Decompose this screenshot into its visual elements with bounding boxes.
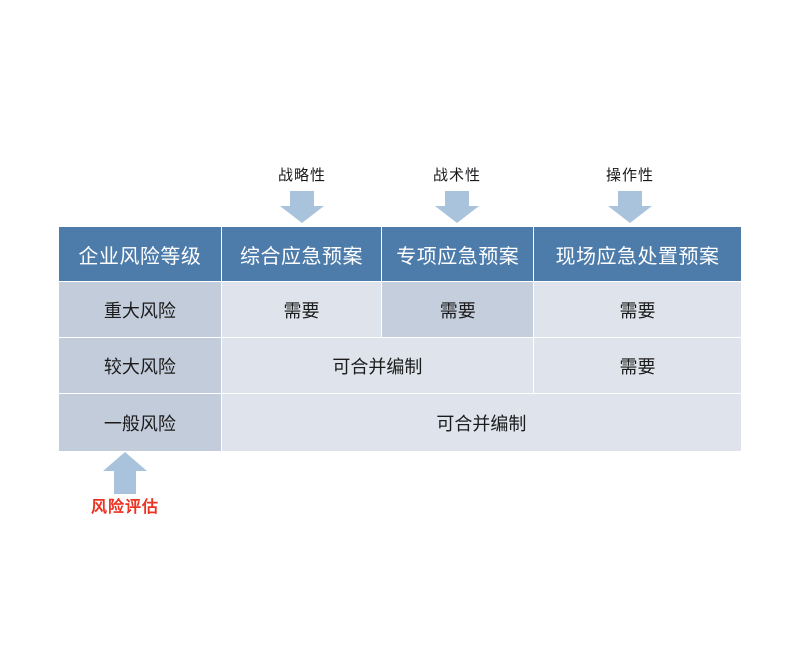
cell-large-onsite: 需要 [534,338,741,393]
annotation-tactical: 战术性 [397,165,517,223]
annotation-risk-assessment-label: 风险评估 [90,497,159,516]
cell-major-comprehensive: 需要 [221,282,382,337]
column-header-comprehensive-plan: 综合应急预案 [221,227,382,281]
row-header-major-risk: 重大风险 [59,282,221,337]
annotation-operational: 操作性 [570,165,690,223]
table-header: 企业风险等级 综合应急预案 专项应急预案 现场应急处置预案 [59,227,741,281]
cell-general-merged-plan: 可合并编制 [221,394,741,451]
column-header-risk-level: 企业风险等级 [59,227,221,281]
risk-plan-table: 企业风险等级 综合应急预案 专项应急预案 现场应急处置预案 重大风险 需要 需要… [58,226,742,452]
table-row: 重大风险 需要 需要 需要 [59,282,741,337]
column-header-onsite-plan: 现场应急处置预案 [534,227,741,281]
cell-major-special: 需要 [382,282,534,337]
table-row: 较大风险 可合并编制 需要 [59,338,741,393]
arrow-down-icon [608,191,652,223]
row-header-large-risk: 较大风险 [59,338,221,393]
annotation-risk-assessment: 风险评估 [64,452,186,517]
cell-large-merged-plan: 可合并编制 [221,338,534,393]
table-body: 重大风险 需要 需要 需要 较大风险 可合并编制 需要 一般风险 可合并编制 [59,282,741,451]
annotation-strategic-label: 战略性 [277,166,326,184]
column-header-special-plan: 专项应急预案 [382,227,534,281]
annotation-strategic: 战略性 [242,165,362,223]
arrow-down-icon [280,191,324,223]
annotation-tactical-label: 战术性 [432,166,481,184]
table-row: 一般风险 可合并编制 [59,394,741,451]
annotation-operational-label: 操作性 [605,166,654,184]
row-header-general-risk: 一般风险 [59,394,221,451]
arrow-down-icon [435,191,479,223]
cell-major-onsite: 需要 [534,282,741,337]
arrow-up-icon [103,452,147,494]
table-header-row: 企业风险等级 综合应急预案 专项应急预案 现场应急处置预案 [59,227,741,281]
